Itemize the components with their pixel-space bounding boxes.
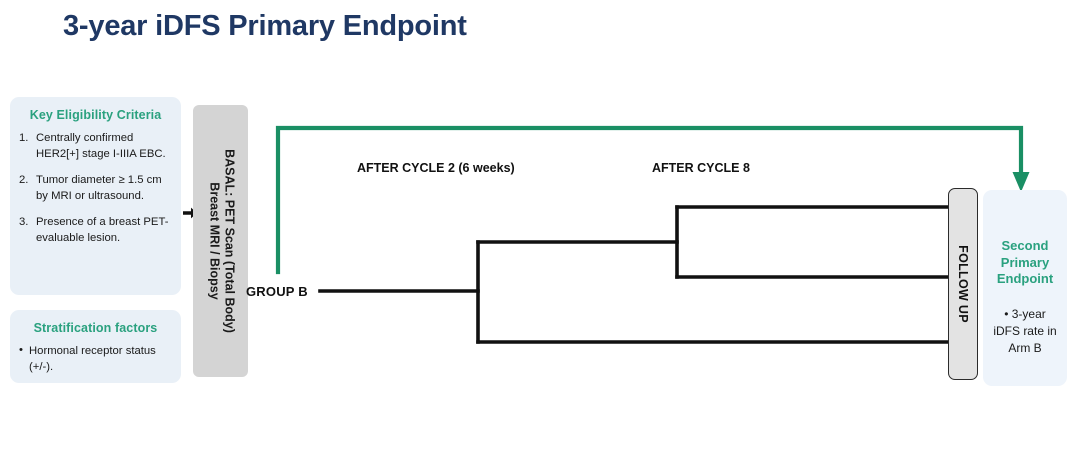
bullet-icon: • (19, 344, 23, 356)
follow-up-label: FOLLOW UP (956, 245, 970, 323)
eligibility-heading: Key Eligibility Criteria (29, 108, 162, 122)
list-item-label: Presence of a breast PET-evaluable lesio… (36, 216, 169, 244)
endpoint-description-line2: iDFS rate in (993, 324, 1057, 339)
stratification-factors-panel: Stratification factors • Hormonal recept… (10, 310, 181, 383)
eligibility-criteria-panel: Key Eligibility Criteria 1. Centrally co… (10, 97, 181, 295)
page-title: 3-year iDFS Primary Endpoint (63, 10, 467, 42)
list-item-number: 2. (19, 174, 29, 187)
endpoint-heading-line3: Endpoint (996, 271, 1054, 287)
second-primary-endpoint-panel: Second Primary Endpoint • 3-year iDFS ra… (983, 190, 1067, 386)
list-item: 3. Presence of a breast PET-evaluable le… (19, 215, 172, 246)
stratification-heading: Stratification factors (33, 321, 158, 335)
endpoint-heading: Second Primary Endpoint (983, 238, 1067, 288)
eligibility-list: 1. Centrally confirmed HER2[+] stage I-I… (19, 131, 172, 246)
list-item-number: 3. (19, 216, 29, 229)
endpoint-heading-line2: Primary (1000, 254, 1050, 270)
endpoint-description: • 3-year iDFS rate in Arm B (983, 306, 1067, 357)
treatment-path-lines (318, 205, 950, 344)
after-cycle-8-label: AFTER CYCLE 8 (652, 161, 750, 175)
follow-up-bar: FOLLOW UP (948, 188, 978, 380)
after-cycle-2-label: AFTER CYCLE 2 (6 weeks) (357, 161, 515, 175)
endpoint-heading-line1: Second (1001, 238, 1049, 253)
list-item: 1. Centrally confirmed HER2[+] stage I-I… (19, 131, 172, 162)
list-item: • Hormonal receptor status (+/-). (19, 344, 172, 375)
green-flow-arrow-icon (275, 125, 1030, 275)
list-item-label: Tumor diameter ≥ 1.5 cm by MRI or ultras… (36, 174, 162, 202)
basal-assessment-bar: BASAL: PET Scan (Total Body) Breast MRI … (193, 105, 248, 377)
endpoint-description-line1: • 3-year (1004, 307, 1046, 321)
list-item-label: Hormonal receptor status (+/-). (29, 345, 156, 373)
list-item-number: 1. (19, 132, 29, 144)
group-b-label: GROUP B (246, 284, 308, 299)
list-item-label: Centrally confirmed HER2[+] stage I-IIIA… (36, 132, 166, 160)
list-item: 2. Tumor diameter ≥ 1.5 cm by MRI or ult… (19, 173, 172, 204)
endpoint-description-line3: Arm B (1008, 341, 1042, 356)
